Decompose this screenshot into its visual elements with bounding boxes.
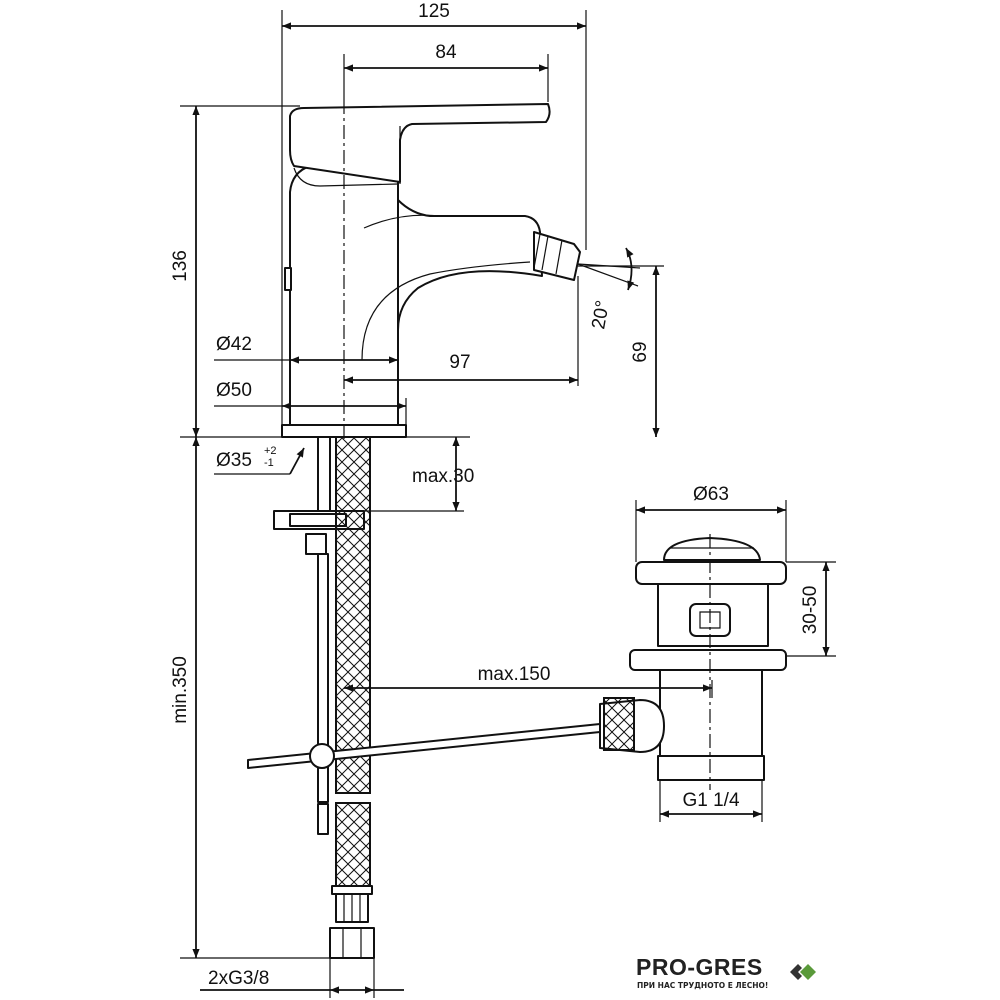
- dim-hole-diameter: Ø35: [216, 450, 252, 471]
- dimension-lines: [180, 10, 836, 998]
- flex-hose-lower: [335, 802, 371, 888]
- dim-spout-height: 69: [630, 341, 651, 362]
- dim-hose-length: min.350: [170, 656, 191, 724]
- pull-rod-joint: [309, 743, 335, 769]
- faucet-lever: [289, 103, 551, 183]
- mounting-nut: [305, 533, 327, 555]
- waste-drawing: [599, 534, 787, 790]
- dim-waste-thread: G1 1/4: [682, 790, 739, 811]
- dim-spout-reach: 97: [449, 352, 470, 373]
- waste-plug: [663, 537, 761, 561]
- waste-flange: [635, 561, 787, 585]
- faucet-drawing: [281, 100, 581, 440]
- spray-head: [533, 231, 581, 281]
- brand-tagline: ПРИ НАС ТРУДНОТО Е ЛЕСНО!: [637, 981, 769, 990]
- pull-rod-horizontal: [247, 723, 601, 769]
- dim-lever-width: 84: [435, 42, 457, 63]
- dim-waste-range: 30-50: [800, 586, 821, 635]
- pull-rod-vertical: [317, 553, 329, 803]
- hose-nut: [329, 927, 375, 959]
- faucet-spout: [397, 199, 543, 331]
- waste-body-lower: [659, 669, 763, 757]
- dim-hole-tol-lower: -1: [264, 457, 274, 469]
- dimension-labels: 125 84 136 Ø42 97 Ø50 Ø35 +2 -1 20° 69 m…: [170, 1, 821, 989]
- dim-deck-thickness: max.30: [412, 466, 474, 487]
- dim-pull-rod-reach: max.150: [478, 664, 551, 685]
- dim-waste-diameter: Ø63: [693, 484, 729, 505]
- dim-base-diameter: Ø50: [216, 380, 252, 401]
- dim-body-diameter: Ø42: [216, 334, 252, 355]
- diamond-arrow-icon: [790, 964, 816, 980]
- waste-nut: [629, 649, 787, 671]
- mounting-assembly: [247, 436, 601, 959]
- dim-spout-angle: 20°: [588, 299, 614, 331]
- dim-overall-width: 125: [418, 1, 450, 22]
- dim-connection-thread: 2xG3/8: [208, 968, 269, 989]
- dim-hole-tol-upper: +2: [264, 445, 277, 457]
- brand-logo: PRO-GRES ПРИ НАС ТРУДНОТО Е ЛЕСНО!: [636, 954, 836, 998]
- dim-height: 136: [170, 250, 191, 282]
- flex-hose-upper: [335, 436, 371, 794]
- brand-name: PRO-GRES: [636, 954, 763, 980]
